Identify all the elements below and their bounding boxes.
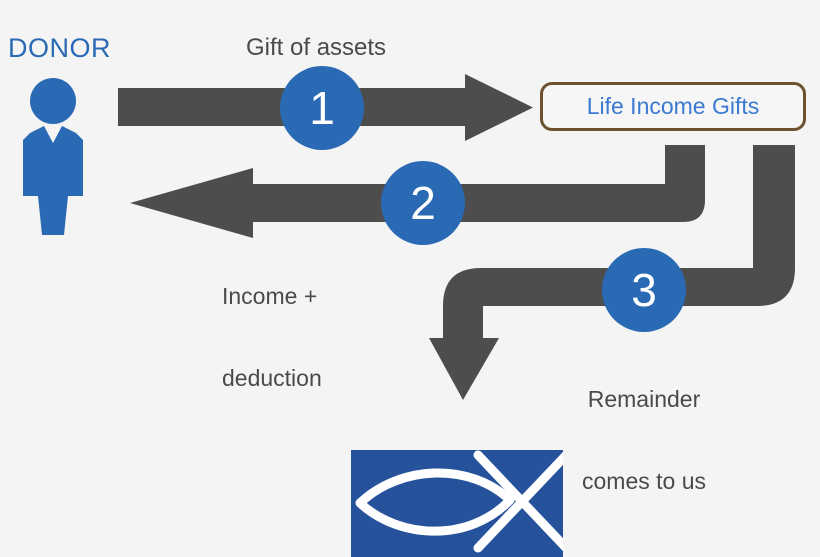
step-1-label: Gift of assets	[246, 34, 387, 61]
step-2-badge: 2	[381, 161, 465, 245]
step-3-badge: 3	[602, 248, 686, 332]
step-3-label-line1: Remainder	[587, 386, 701, 413]
step-2-label-line1: Income +	[222, 283, 318, 310]
step-3-label: Remainder comes to us	[582, 332, 706, 549]
donor-icon	[23, 78, 83, 235]
step-2-label-line2: deduction	[222, 364, 322, 391]
step-1-badge: 1	[280, 66, 364, 150]
step-3-label-line2: comes to us	[582, 467, 706, 494]
life-income-gifts-box: Life Income Gifts	[540, 82, 806, 131]
ichthys-fish-logo	[351, 450, 563, 557]
life-income-gifts-label: Life Income Gifts	[586, 93, 760, 119]
step-2-label: Income + deduction	[222, 229, 322, 446]
donor-label: DONOR	[8, 33, 111, 63]
